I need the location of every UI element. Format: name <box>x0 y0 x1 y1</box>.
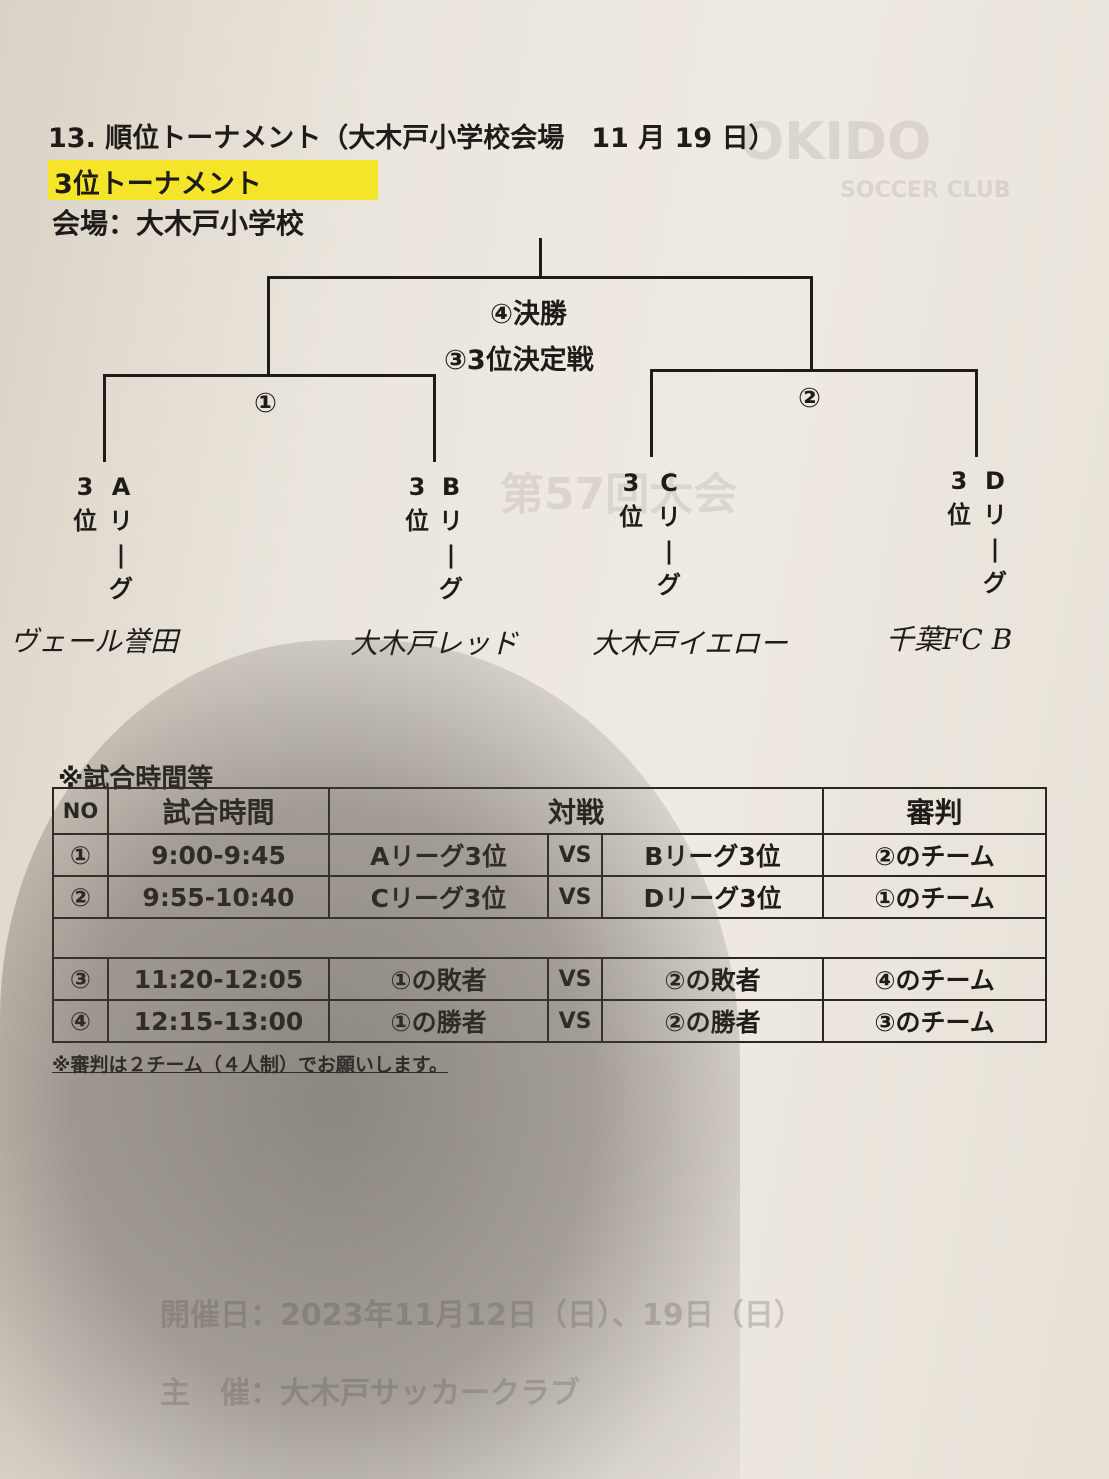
match-1-label: ① <box>254 388 277 419</box>
cell-referee: ①のチーム <box>822 875 1048 919</box>
cell-home: Cリーグ3位 <box>328 875 549 919</box>
section-highlight: 3位トーナメント <box>48 160 378 200</box>
cell-vs: VS <box>547 999 603 1043</box>
cell-time: 12:15-13:00 <box>107 999 330 1043</box>
table-row: ③ 11:20-12:05 ①の敗者 VS ②の敗者 ④のチーム <box>52 957 1048 1001</box>
bleed-text: 開催日：2023年11月12日（日）、19日（日） <box>160 1298 804 1333</box>
header-no: NO <box>52 787 109 835</box>
watermark-logo-sub: SOCCER CLUB <box>840 178 1011 203</box>
cell-vs: VS <box>547 833 603 877</box>
cell-no: ③ <box>52 957 109 1001</box>
cell-away: Dリーグ3位 <box>600 875 825 919</box>
cell-home: ①の敗者 <box>328 957 549 1001</box>
cell-away: Bリーグ3位 <box>600 833 825 877</box>
slot-team: 大木戸イエロー <box>592 627 788 660</box>
page-title: 13. 順位トーナメント（大木戸小学校会場 11 月 19 日） <box>48 123 776 154</box>
match-2-label: ② <box>798 383 821 414</box>
slot-team: ヴェール誉田 <box>10 625 179 658</box>
cell-referee: ③のチーム <box>822 999 1048 1043</box>
schedule-table: NO 試合時間 対戦 審判 ① 9:00-9:45 Aリーグ3位 VS Bリーグ… <box>51 787 1048 1043</box>
cell-referee: ②のチーム <box>822 833 1048 877</box>
table-row: ① 9:00-9:45 Aリーグ3位 VS Bリーグ3位 ②のチーム <box>52 833 1048 877</box>
cell-time: 9:00-9:45 <box>107 833 330 877</box>
cell-away: ②の敗者 <box>600 957 825 1001</box>
cell-time: 9:55-10:40 <box>107 875 330 919</box>
table-header: NO 試合時間 対戦 審判 <box>52 787 1048 835</box>
cell-no: ② <box>52 875 109 919</box>
cell-vs: VS <box>547 957 603 1001</box>
cell-no: ① <box>52 833 109 877</box>
slot-team: 千葉FC B <box>886 623 1013 656</box>
header-match: 対戦 <box>327 787 825 835</box>
cell-home: Aリーグ3位 <box>328 833 549 877</box>
cell-time: 11:20-12:05 <box>107 957 330 1001</box>
table-row: ② 9:55-10:40 Cリーグ3位 VS Dリーグ3位 ①のチーム <box>52 875 1048 919</box>
bleed-text: 主 催：大木戸サッカークラブ <box>160 1376 580 1411</box>
table-row-blank <box>51 917 1048 959</box>
bleed-text: 第57回大会 <box>500 469 738 520</box>
header-referee: 審判 <box>822 787 1048 835</box>
cell-referee: ④のチーム <box>822 957 1048 1001</box>
table-row: ④ 12:15-13:00 ①の勝者 VS ②の勝者 ③のチーム <box>52 999 1048 1043</box>
third-place-label: ③3位決定戦 <box>444 345 594 376</box>
venue-label: 会場：大木戸小学校 <box>52 207 305 240</box>
cell-home: ①の勝者 <box>328 999 549 1043</box>
final-label: ④決勝 <box>490 299 567 330</box>
cell-no: ④ <box>52 999 109 1043</box>
cell-away: ②の勝者 <box>600 999 825 1043</box>
referee-note: ※審判は２チーム（４人制）でお願いします。 <box>52 1054 449 1076</box>
header-time: 試合時間 <box>107 787 330 835</box>
slot-team: 大木戸レッド <box>350 627 519 660</box>
watermark-logo: OKIDO <box>740 112 932 172</box>
cell-vs: VS <box>547 875 603 919</box>
